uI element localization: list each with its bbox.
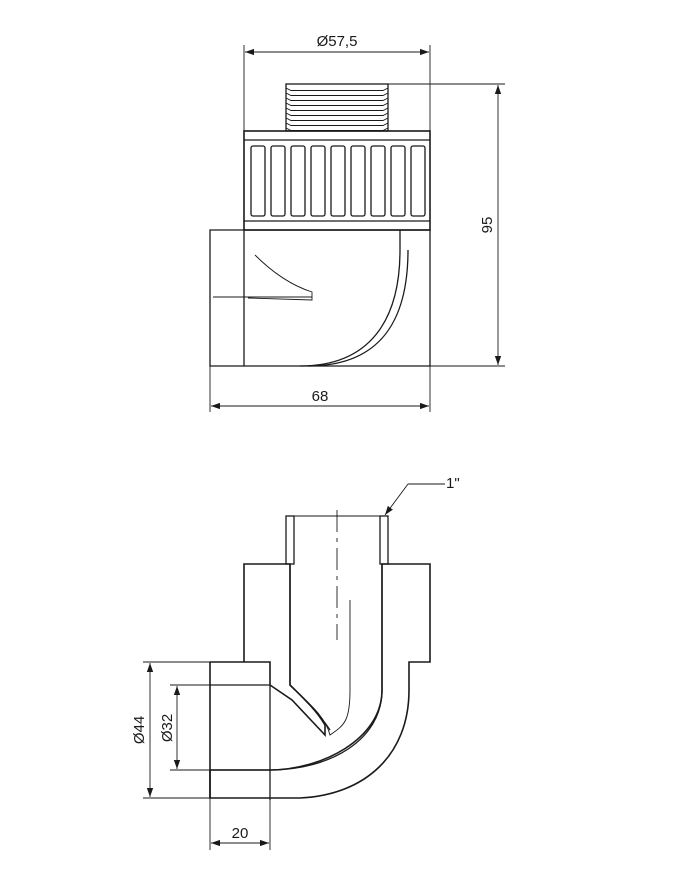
dimension-outer-diameter: Ø44 xyxy=(131,661,210,799)
thread-line xyxy=(285,127,389,131)
dimension-height: 95 xyxy=(388,83,505,367)
top-width-label: Ø57,5 xyxy=(317,33,358,50)
dimension-inner-diameter: Ø32 xyxy=(159,684,210,771)
elbow-body xyxy=(209,229,431,367)
dimension-socket-depth: 20 xyxy=(209,798,271,850)
inner-diameter-label: Ø32 xyxy=(159,714,176,742)
thread-line xyxy=(285,92,389,96)
base-width-label: 68 xyxy=(312,388,329,405)
nut-rib xyxy=(250,145,266,217)
nut-rib xyxy=(270,145,286,217)
socket-depth-label: 20 xyxy=(232,825,249,842)
thread-callout: 1" xyxy=(384,475,460,516)
thread-label: 1" xyxy=(446,475,460,492)
section-wall-left xyxy=(210,563,326,738)
outer-diameter-label: Ø44 xyxy=(131,716,148,744)
nut-rib xyxy=(370,145,386,217)
section-wall-main xyxy=(209,563,431,799)
section-socket xyxy=(209,662,271,800)
dimension-top-width: Ø57,5 xyxy=(243,33,431,131)
nut-rib xyxy=(410,145,426,217)
nut-rib xyxy=(350,145,366,217)
thread-line xyxy=(285,117,389,121)
thread-line xyxy=(285,107,389,111)
thread-line xyxy=(285,122,389,126)
nut-rib xyxy=(390,145,406,217)
dimension-base-width: 68 xyxy=(209,366,431,412)
nut-rib xyxy=(310,145,326,217)
thread-line xyxy=(285,87,389,91)
thread-line xyxy=(285,102,389,106)
male-thread xyxy=(285,83,389,132)
nut-rib xyxy=(330,145,346,217)
nut-rib xyxy=(290,145,306,217)
elevation-view: Ø57,5 95 68 xyxy=(209,33,505,412)
height-label: 95 xyxy=(479,217,496,234)
section-view: 1" Ø44 Ø32 20 xyxy=(131,475,460,850)
thread-line xyxy=(285,97,389,101)
ribbed-nut xyxy=(243,130,431,231)
thread-line xyxy=(285,112,389,116)
